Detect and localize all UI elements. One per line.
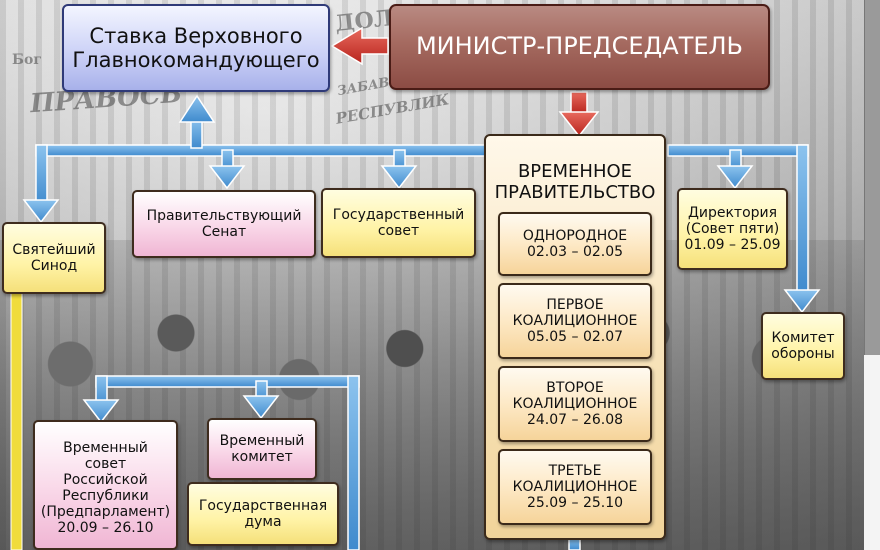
minister-to-government-arrow	[558, 111, 600, 138]
cabinet-name: ПЕРВОЕ	[546, 296, 604, 313]
predparlament-line: Российской	[63, 471, 148, 488]
predparlament-line: Временный	[63, 439, 148, 456]
cabinet-name: КОАЛИЦИОННОЕ	[512, 395, 638, 412]
komitet-stem	[796, 144, 809, 296]
cabinet-dates: 25.09 – 25.10	[526, 495, 624, 512]
photo-sign-text: Бог	[12, 52, 42, 68]
vremenny-komitet-box: Временный комитет	[207, 418, 317, 480]
predparlament-line: совет	[84, 455, 127, 472]
red-connectors	[330, 26, 600, 138]
directoria-line: (Совет пяти)	[685, 220, 780, 237]
predparlament-line: Республики	[62, 488, 149, 504]
gossovet-box: Государственный совет	[321, 188, 476, 258]
right-photo-edge	[864, 0, 880, 355]
directoria-line: 01.09 – 25.09	[684, 237, 781, 254]
lower-horizontal-bar	[95, 375, 360, 388]
senat-line: Сенат	[201, 224, 247, 240]
senat-line: Правительствующий	[146, 207, 302, 224]
vremenny-komitet-arrow	[242, 395, 280, 420]
sinod-line: Святейший	[12, 241, 96, 258]
yellow-vertical-line	[10, 292, 23, 550]
cabinet-box: ТРЕТЬЕ КОАЛИЦИОННОЕ 25.09 – 25.10	[498, 449, 652, 525]
stavka-box: Ставка Верховного Главнокомандующего	[62, 4, 330, 92]
cabinet-name: ТРЕТЬЕ	[548, 462, 602, 479]
right-white-strip	[864, 355, 880, 550]
sinod-stem	[35, 144, 48, 206]
gossovet-line: совет	[377, 223, 420, 239]
gossovet-line: Государственный	[332, 206, 465, 223]
predparlament-line: 20.09 – 26.10	[57, 520, 154, 537]
government-title-line: ВРЕМЕННОЕ	[517, 161, 633, 182]
sinod-arrow	[22, 199, 60, 224]
cabinet-name: ВТОРОЕ	[546, 379, 604, 396]
minister-label: МИНИСТР-ПРЕДСЕДАТЕЛЬ	[415, 32, 744, 61]
komitet-arrow	[783, 289, 821, 314]
gosduma-line: Государственная	[198, 497, 328, 514]
directoria-box: Директория (Совет пяти) 01.09 – 25.09	[677, 188, 788, 270]
vremenny-komitet-line: комитет	[231, 449, 293, 465]
sinod-line: Синод	[30, 258, 78, 274]
minister-down-stem	[570, 91, 588, 115]
komitet-line: Комитет	[771, 329, 835, 346]
senat-arrow	[208, 165, 246, 190]
minister-box: МИНИСТР-ПРЕДСЕДАТЕЛЬ	[389, 4, 770, 90]
senat-box: Правительствующий Сенат	[132, 190, 316, 258]
cabinet-box: ВТОРОЕ КОАЛИЦИОННОЕ 24.07 – 26.08	[498, 366, 652, 442]
stavka-line: Главнокомандующего	[72, 48, 320, 72]
gosduma-box: Государственная дума	[187, 482, 339, 546]
predparlament-line: (Предпарламент)	[40, 504, 171, 521]
cabinet-dates: 02.03 – 02.05	[526, 244, 624, 260]
cabinet-dates: 05.05 – 02.07	[526, 329, 624, 346]
komitet-oborony-box: Комитет обороны	[761, 312, 845, 380]
cabinet-dates: 24.07 – 26.08	[526, 412, 624, 429]
minister-to-stavka-arrow	[330, 26, 389, 66]
blue-connectors	[22, 94, 821, 550]
directoria-line: Директория	[687, 204, 778, 221]
cabinet-name: ОДНОРОДНОЕ	[522, 227, 628, 244]
directoria-arrow	[716, 165, 754, 190]
cabinet-name: КОАЛИЦИОННОЕ	[512, 478, 638, 495]
sinod-box: Святейший Синод	[2, 222, 106, 294]
cabinet-name: КОАЛИЦИОННОЕ	[512, 312, 638, 329]
predparlament-box: Временный совет Российской Республики (П…	[33, 420, 178, 550]
predparlament-arrow	[82, 399, 120, 424]
vremenny-komitet-line: Временный	[219, 432, 305, 449]
government-title-line: ПРАВИТЕЛЬСТВО	[494, 181, 656, 203]
cabinet-box: ПЕРВОЕ КОАЛИЦИОННОЕ 05.05 – 02.07	[498, 283, 652, 359]
stavka-line: Ставка Верховного	[89, 23, 303, 48]
lower-right-riser	[347, 375, 360, 550]
main-horizontal-bar	[35, 144, 487, 157]
komitet-line: обороны	[771, 346, 835, 362]
gosduma-line: дума	[244, 514, 282, 530]
gossovet-arrow	[380, 165, 418, 190]
stavka-up-arrow	[178, 94, 216, 123]
cabinet-box: ОДНОРОДНОЕ 02.03 – 02.05	[498, 212, 652, 276]
